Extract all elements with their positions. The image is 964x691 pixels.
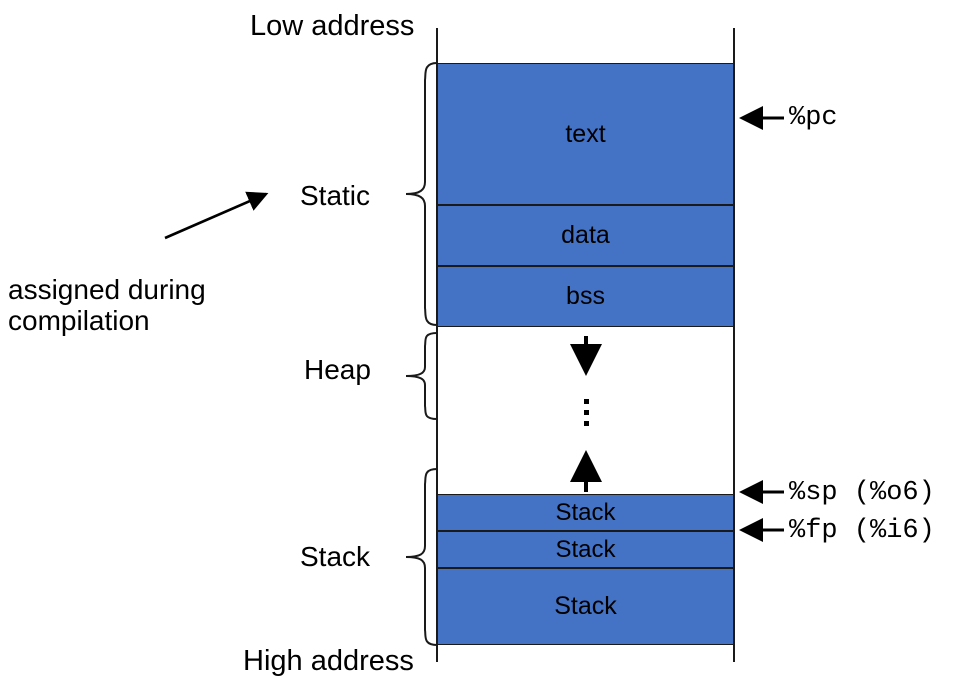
region-label-heap: Heap [304, 354, 371, 385]
segment-data: data [437, 205, 734, 266]
pointer-label-sp: %sp (%o6) [789, 478, 935, 508]
segment-stack-frame-1-label: Stack [555, 498, 616, 526]
region-label-static: Static [300, 180, 371, 211]
heap-gap-ellipsis-icon [584, 399, 589, 426]
low-address-label: Low address [250, 10, 415, 42]
pointer-label-pc: %pc [789, 103, 838, 133]
segment-stack-frame-2: Stack [437, 531, 734, 568]
segment-bss-label: bss [566, 282, 605, 310]
segment-stack-frame-2-label: Stack [555, 535, 616, 563]
segment-stack-frame-3: Stack [437, 568, 734, 645]
right-rail [733, 28, 735, 662]
pointer-label-fp: %fp (%i6) [789, 516, 935, 546]
note-callout-arrow [164, 191, 269, 240]
segment-text: text [437, 63, 734, 205]
note-assigned-during-compilation: assigned during compilation [8, 274, 206, 337]
segment-stack-frame-3-label: Stack [554, 592, 617, 620]
stack-region-brace [405, 468, 438, 646]
region-label-stack: Stack [300, 541, 371, 572]
segment-stack-frame-1: Stack [437, 494, 734, 531]
segment-text-label: text [565, 119, 606, 148]
left-rail [436, 28, 438, 662]
heap-region-brace [405, 332, 438, 420]
segment-data-label: data [561, 221, 610, 249]
static-region-brace [405, 62, 438, 326]
segment-bss: bss [437, 266, 734, 327]
high-address-label: High address [243, 645, 414, 677]
